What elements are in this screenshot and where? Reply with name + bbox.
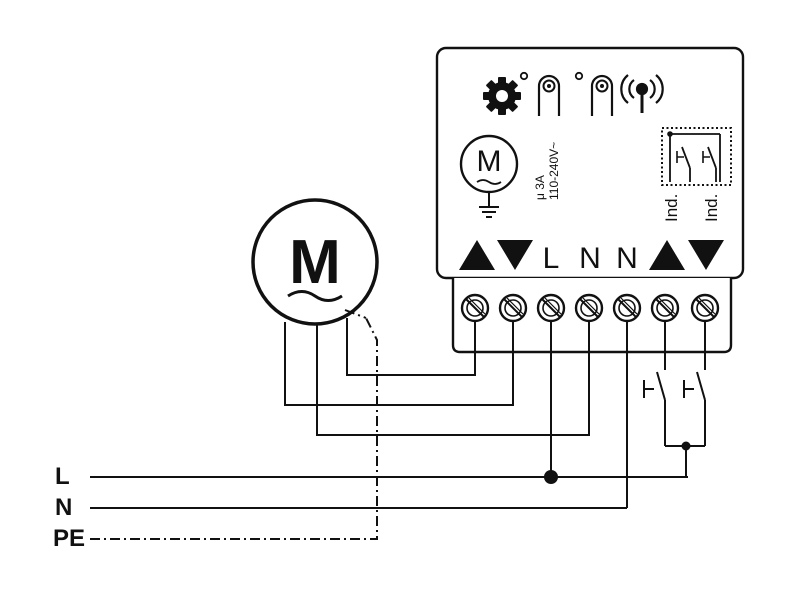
motor-letter: M [289,228,341,297]
terminal-label-l: L [543,242,560,275]
wire-pe [90,309,378,540]
rating-current: μ 3A [533,175,547,200]
terminal-labels: L N N [459,240,724,275]
line-label-l: L [55,463,70,490]
screw-terminal [690,293,720,323]
rating-voltage: 110-240V~ [547,142,561,200]
ind-label-right: Ind. [702,194,721,222]
wire-motor-1 [284,321,514,406]
terminal-label-n1: N [579,242,601,275]
touch-button-1-icon [519,71,561,116]
touch-button-2-icon [574,71,614,116]
screw-terminal [536,293,566,323]
line-label-n: N [55,494,72,521]
wireless-signal-icon [620,74,664,113]
screw-terminal [574,293,604,323]
screw-terminal [612,293,642,323]
screw-terminal [650,293,680,323]
terminal-up-arrow-2 [649,240,685,270]
line-label-pe: PE [53,525,85,552]
terminal-down-arrow-1 [497,240,533,270]
screw-terminal [498,293,528,323]
internal-switch-box [661,127,732,186]
terminal-down-arrow-2 [688,240,724,270]
wire-motor-3 [346,318,476,376]
motor: M [251,198,379,326]
ind-label-left: Ind. [662,194,681,222]
wire-motor-2 [316,321,590,436]
gear-icon [483,77,521,115]
module-motor-symbol: M [459,134,519,194]
terminal-label-n2: N [616,242,638,275]
terminal-up-arrow-1 [459,240,495,270]
screw-terminal [460,293,490,323]
ground-icon [479,192,499,218]
junction-l [544,470,558,484]
external-switches [643,321,706,477]
module-motor-letter: M [477,145,502,178]
